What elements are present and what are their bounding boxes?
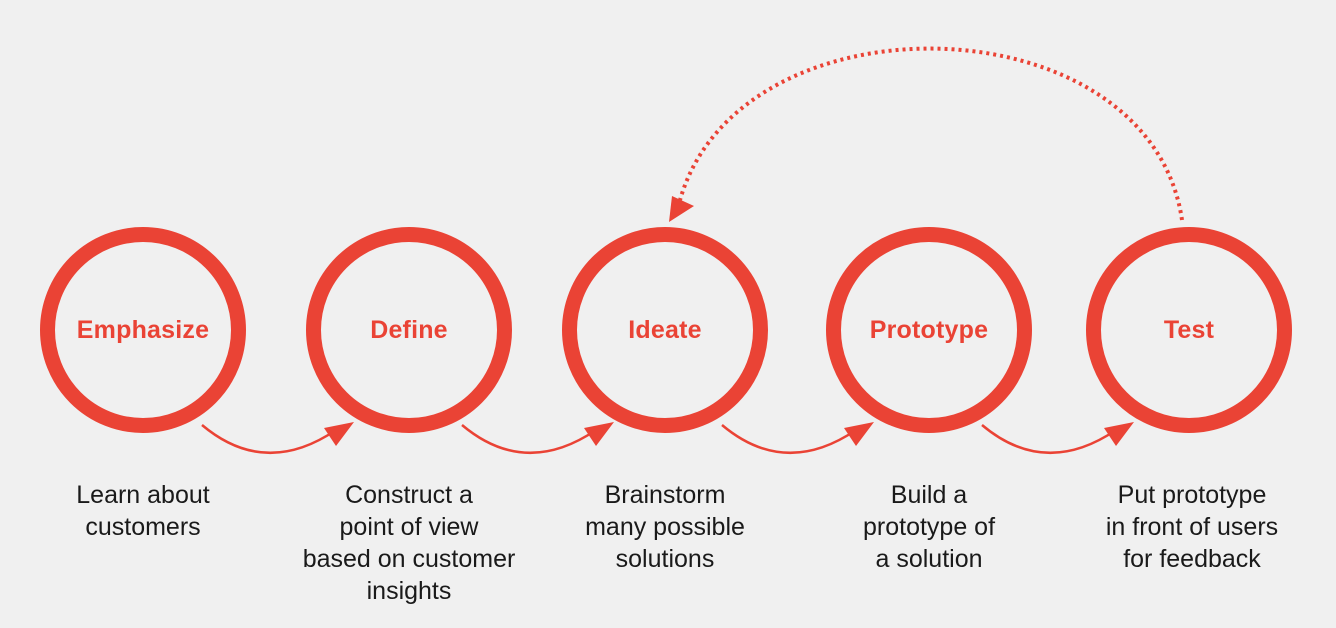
- stage-circle-test: Test: [1086, 227, 1292, 433]
- stage-caption-ideate: Brainstorm many possible solutions: [585, 481, 745, 573]
- connector-test-to-ideate: [669, 46, 1184, 222]
- connector-ideate-to-prototype: [721, 422, 874, 455]
- stage-circle-define: Define: [306, 227, 512, 433]
- stage-title-emphasize: Emphasize: [76, 315, 210, 344]
- stage-caption-define: Construct a point of view based on custo…: [302, 481, 516, 605]
- connector-emphasize-to-define: [201, 422, 354, 455]
- stage-title-test: Test: [1163, 315, 1215, 344]
- stage-title-prototype: Prototype: [869, 315, 989, 344]
- stage-circle-ideate: Ideate: [562, 227, 768, 433]
- stage-title-ideate: Ideate: [628, 315, 702, 344]
- stage-title-define: Define: [370, 315, 448, 344]
- stage-circle-emphasize: Emphasize: [40, 227, 246, 433]
- connector-define-to-ideate: [461, 422, 614, 455]
- connector-prototype-to-test: [981, 422, 1134, 455]
- stage-caption-test: Put prototype in front of users for feed…: [1105, 481, 1279, 573]
- stage-caption-prototype: Build a prototype of a solution: [862, 481, 996, 573]
- stage-circle-prototype: Prototype: [826, 227, 1032, 433]
- stage-caption-emphasize: Learn about customers: [76, 481, 210, 541]
